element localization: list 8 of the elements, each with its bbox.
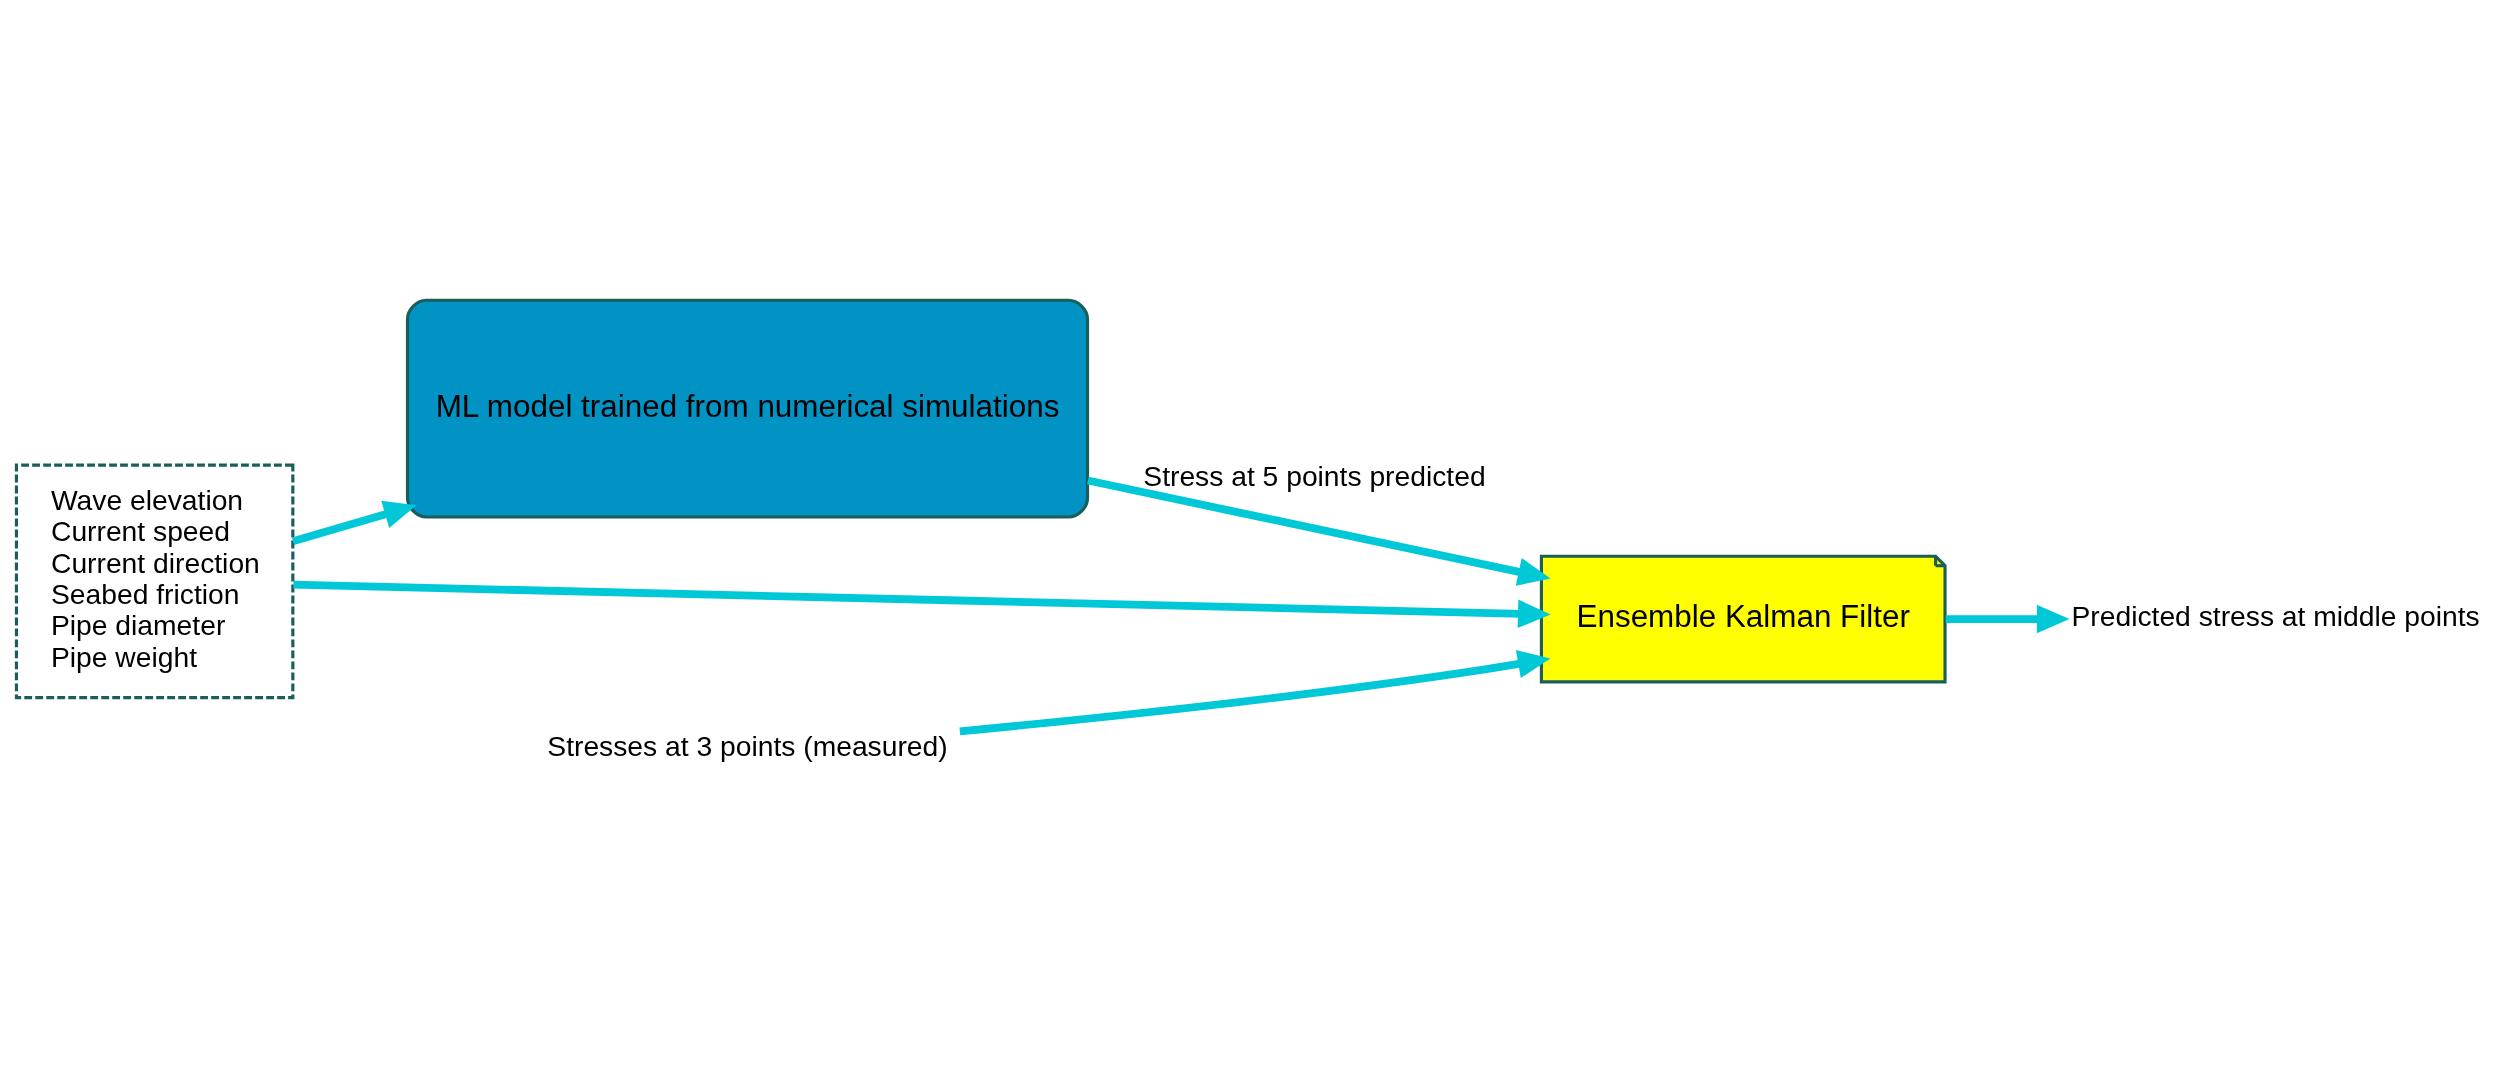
node-text: Predicted stress at middle points [2071,600,2480,633]
edge-label: Stress at 5 points predicted [1143,460,1486,493]
node-box: Wave elevation Current speed Current direction Seabed friction Pipe diameter Pipe weight [14,463,295,700]
arrow [1945,604,2070,634]
arrow [291,500,417,546]
node-text: Stresses at 3 points (measured) [547,730,948,763]
arrow [1087,476,1551,586]
node-box: ML model trained from numerical simulations [405,298,1090,519]
